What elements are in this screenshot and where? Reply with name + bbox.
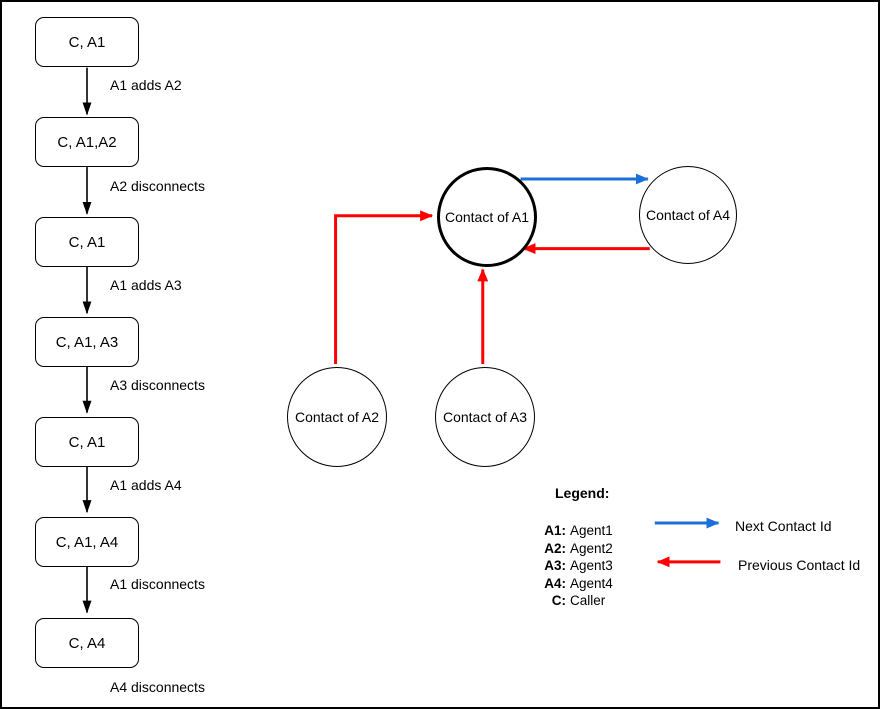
legend-entry-key: A3: (544, 558, 566, 573)
legend-entry-key: A1: (544, 523, 566, 538)
state-node-label: C, A1 (68, 233, 106, 251)
legend-entries: A1: Agent1 A2: Agent2 A3: Agent3 A4: Age… (538, 522, 613, 610)
legend-entry-key: A2: (544, 540, 566, 556)
contact-node-a2: Contact of A2 (287, 367, 387, 467)
legend-previous-contact-label: Previous Contact Id (738, 557, 861, 573)
edge-label-2: A2 disconnects (110, 178, 205, 194)
legend-entry-key: C: (551, 593, 566, 608)
edge-label-3: A1 adds A3 (110, 277, 182, 293)
legend-entry-a2: A2: Agent2 (538, 540, 613, 558)
state-node-label: C, A1,A2 (57, 133, 117, 151)
legend-entry-value: Agent3 (570, 558, 613, 573)
state-node-6: C, A1, A4 (35, 517, 139, 567)
legend-entry-c: C: Caller (538, 592, 613, 610)
legend-entry-a3: A3: Agent3 (538, 557, 613, 575)
state-node-label: C, A1 (68, 33, 106, 51)
contact-node-label: Contact of A4 (645, 207, 731, 223)
legend-entry-value: Agent2 (570, 540, 613, 556)
state-node-label: C, A1 (68, 433, 106, 451)
legend-title: Legend: (555, 485, 610, 501)
contact-node-a1: Contact of A1 (437, 167, 537, 267)
contact-node-label: Contact of A3 (442, 409, 528, 425)
edge-label-1: A1 adds A2 (110, 77, 182, 93)
state-node-label: C, A4 (68, 634, 106, 652)
legend-entry-value: Agent1 (570, 523, 613, 538)
prev-contact-arrow-a2-to-a1 (334, 210, 434, 364)
legend-entry-a1: A1: Agent1 (538, 522, 613, 540)
edge-label-7: A4 disconnects (110, 679, 205, 695)
state-node-1: C, A1 (35, 17, 139, 67)
legend-entry-a4: A4: Agent4 (538, 575, 613, 593)
state-node-7: C, A4 (35, 618, 139, 668)
state-node-5: C, A1 (35, 417, 139, 467)
state-node-3: C, A1 (35, 217, 139, 267)
edge-label-5: A1 adds A4 (110, 477, 182, 493)
legend-next-contact-label: Next Contact Id (735, 518, 832, 534)
state-node-2: C, A1,A2 (35, 117, 139, 167)
edge-label-6: A1 disconnects (110, 576, 205, 592)
legend-entry-key: A4: (544, 575, 566, 591)
contact-node-a4: Contact of A4 (639, 166, 737, 264)
state-node-4: C, A1, A3 (35, 317, 139, 367)
contact-node-label: Contact of A2 (294, 409, 380, 425)
contact-node-label: Contact of A1 (444, 209, 530, 225)
state-node-label: C, A1, A3 (55, 333, 119, 351)
legend-entry-value: Caller (570, 593, 606, 608)
contact-node-a3: Contact of A3 (435, 367, 535, 467)
legend-entry-value: Agent4 (570, 575, 613, 591)
edge-label-4: A3 disconnects (110, 377, 205, 393)
state-node-label: C, A1, A4 (55, 533, 119, 551)
